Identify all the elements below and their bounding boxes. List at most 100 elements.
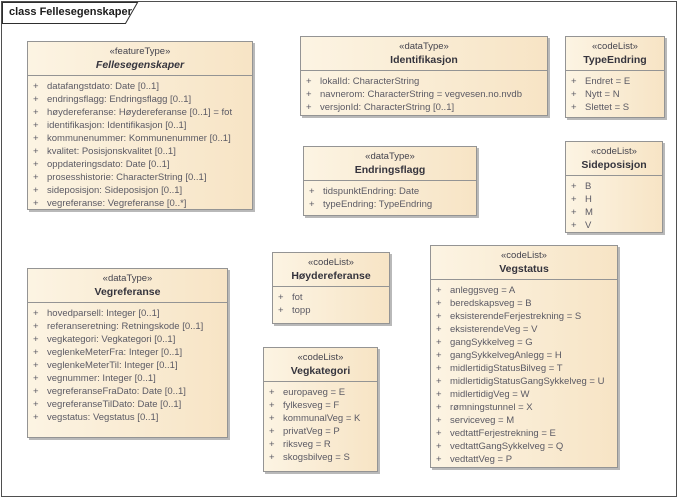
attribute-text: sideposisjon: Sideposisjon [0..1]: [47, 185, 183, 196]
attribute-text: vedtattGangSykkelveg = Q: [450, 441, 564, 452]
class-vegkategori[interactable]: «codeList»Vegkategori+europaveg = E+fylk…: [263, 347, 378, 472]
attribute-row: +kvalitet: Posisjonskvalitet [0..1]: [33, 145, 250, 158]
attribute-row: +hovedparsell: Integer [0..1]: [33, 307, 225, 320]
class-vegreferanse[interactable]: «dataType»Vegreferanse+hovedparsell: Int…: [27, 268, 228, 438]
visibility-marker: +: [436, 415, 442, 426]
stereotype-label: «codeList»: [592, 41, 638, 52]
attribute-list: +hovedparsell: Integer [0..1]+referanser…: [28, 303, 227, 424]
attribute-text: høydereferanse: Høydereferanse [0..1] = …: [47, 107, 233, 118]
visibility-marker: +: [306, 89, 312, 100]
visibility-marker: +: [571, 207, 577, 218]
visibility-marker: +: [436, 337, 442, 348]
attribute-text: kvalitet: Posisjonskvalitet [0..1]: [47, 146, 176, 157]
attribute-row: +eksisterendeFerjestrekning = S: [436, 310, 615, 323]
attribute-text: vegreferanse: Vegreferanse [0..*]: [47, 198, 187, 209]
attribute-text: privatVeg = P: [283, 426, 340, 437]
attribute-text: kommunenummer: Kommunenummer [0..1]: [47, 133, 231, 144]
attribute-text: tidspunktEndring: Date: [323, 186, 420, 197]
visibility-marker: +: [33, 94, 39, 105]
attribute-text: skogsbilveg = S: [283, 452, 350, 463]
attribute-text: veglenkeMeterTil: Integer [0..1]: [47, 360, 178, 371]
class-name: Høydereferanse: [291, 270, 371, 282]
visibility-marker: +: [33, 321, 39, 332]
attribute-row: +Endret = E: [571, 75, 662, 88]
attribute-row: +topp: [278, 304, 387, 317]
attribute-text: midlertidigVeg = W: [450, 389, 530, 400]
class-hoydereferanse[interactable]: «codeList»Høydereferanse+fot+topp: [272, 252, 390, 324]
attribute-text: fylkesveg = F: [283, 400, 340, 411]
attribute-text: hovedparsell: Integer [0..1]: [47, 308, 160, 319]
visibility-marker: +: [269, 400, 275, 411]
attribute-row: + fylkesveg = F: [269, 399, 375, 412]
visibility-marker: +: [436, 454, 442, 465]
attribute-text: Nytt = N: [585, 89, 620, 100]
stereotype-label: «featureType»: [109, 46, 171, 57]
stereotype-label: «dataType»: [399, 41, 449, 52]
attribute-row: +referanseretning: Retningskode [0..1]: [33, 320, 225, 333]
class-header: «dataType»Identifikasjon: [301, 37, 547, 71]
attribute-row: +gangSykkelveg = G: [436, 336, 615, 349]
stereotype-label: «codeList»: [591, 146, 637, 157]
attribute-row: +H: [571, 193, 660, 206]
attribute-text: H: [585, 194, 592, 205]
attribute-row: +veglenkeMeterFra: Integer [0..1]: [33, 346, 225, 359]
attribute-row: +eksisterendeVeg = V: [436, 323, 615, 336]
attribute-text: vegstatus: Vegstatus [0..1]: [47, 412, 159, 423]
class-identifikasjon[interactable]: «dataType»Identifikasjon + lokalId: Charac…: [300, 36, 548, 116]
attribute-row: +høydereferanse: Høydereferanse [0..1] =…: [33, 106, 250, 119]
class-fellesegenskaper[interactable]: «featureType»Fellesegenskaper + datafangst…: [27, 41, 253, 210]
visibility-marker: +: [436, 363, 442, 374]
visibility-marker: +: [309, 186, 315, 197]
visibility-marker: +: [571, 194, 577, 205]
visibility-marker: +: [33, 347, 39, 358]
attribute-text: vegkategori: Vegkategori [0..1]: [47, 334, 176, 345]
attribute-row: +kommunalVeg = K: [269, 412, 375, 425]
attribute-text: beredskapsveg = B: [450, 298, 532, 309]
attribute-list: +anleggsveg = A+beredskapsveg = B+eksist…: [431, 280, 617, 466]
visibility-marker: +: [269, 426, 275, 437]
attribute-row: +europaveg = E: [269, 386, 375, 399]
attribute-text: fot: [292, 292, 303, 303]
visibility-marker: +: [33, 159, 39, 170]
attribute-list: +lokalId: CharacterString+navnerom: Char…: [301, 71, 547, 114]
class-typeendring[interactable]: «codeList»TypeEndring+Endret = E+Nytt = …: [565, 36, 665, 118]
visibility-marker: +: [436, 402, 442, 413]
attribute-row: +skogsbilveg = S: [269, 451, 375, 464]
visibility-marker: +: [571, 76, 577, 87]
visibility-marker: +: [33, 172, 39, 183]
visibility-marker: +: [306, 76, 312, 87]
attribute-row: +vegnummer: Integer [0..1]: [33, 372, 225, 385]
visibility-marker: +: [33, 198, 39, 209]
attribute-row: +oppdateringsdato: Date [0..1]: [33, 158, 250, 171]
visibility-marker: +: [33, 334, 39, 345]
attribute-text: vedtattFerjestrekning = E: [450, 428, 556, 439]
attribute-text: topp: [292, 305, 311, 316]
attribute-text: datafangstdato: Date [0..1]: [47, 81, 159, 92]
class-header: «dataType»Vegreferanse: [28, 269, 227, 303]
class-endringsflagg[interactable]: «dataType»Endringsflagg+tidspunktEndring…: [303, 146, 477, 216]
class-header: «codeList»Vegkategori: [264, 348, 377, 382]
attribute-text: versjonId: CharacterString [0..1]: [320, 102, 455, 113]
attribute-row: + tidspunktEndring: Date: [309, 185, 474, 198]
visibility-marker: +: [306, 102, 312, 113]
attribute-text: midlertidigStatusGangSykkelveg = U: [450, 376, 605, 387]
visibility-marker: +: [309, 199, 315, 210]
attribute-text: lokalId: CharacterString: [320, 76, 420, 87]
attribute-row: +vedtattFerjestrekning = E: [436, 427, 615, 440]
attribute-row: +vedtattGangSykkelveg = Q: [436, 440, 615, 453]
attribute-text: vegreferanseFraDato: Date [0..1]: [47, 386, 186, 397]
attribute-text: typeEndring: TypeEndring: [323, 199, 433, 210]
class-sideposisjon[interactable]: «codeList»Sideposisjon+B+H+M+V: [565, 141, 663, 233]
visibility-marker: +: [33, 81, 39, 92]
attribute-row: +riksveg = R: [269, 438, 375, 451]
attribute-text: riksveg = R: [283, 439, 331, 450]
visibility-marker: +: [33, 373, 39, 384]
visibility-marker: +: [436, 389, 442, 400]
class-header: «featureType»Fellesegenskaper: [28, 42, 252, 76]
visibility-marker: +: [33, 399, 39, 410]
attribute-row: +B: [571, 180, 660, 193]
attribute-row: + midlertidigStatusGangSykkelveg = U: [436, 375, 615, 388]
class-vegstatus[interactable]: «codeList»Vegstatus+anleggsveg = A+bered…: [430, 245, 618, 468]
visibility-marker: +: [436, 376, 442, 387]
